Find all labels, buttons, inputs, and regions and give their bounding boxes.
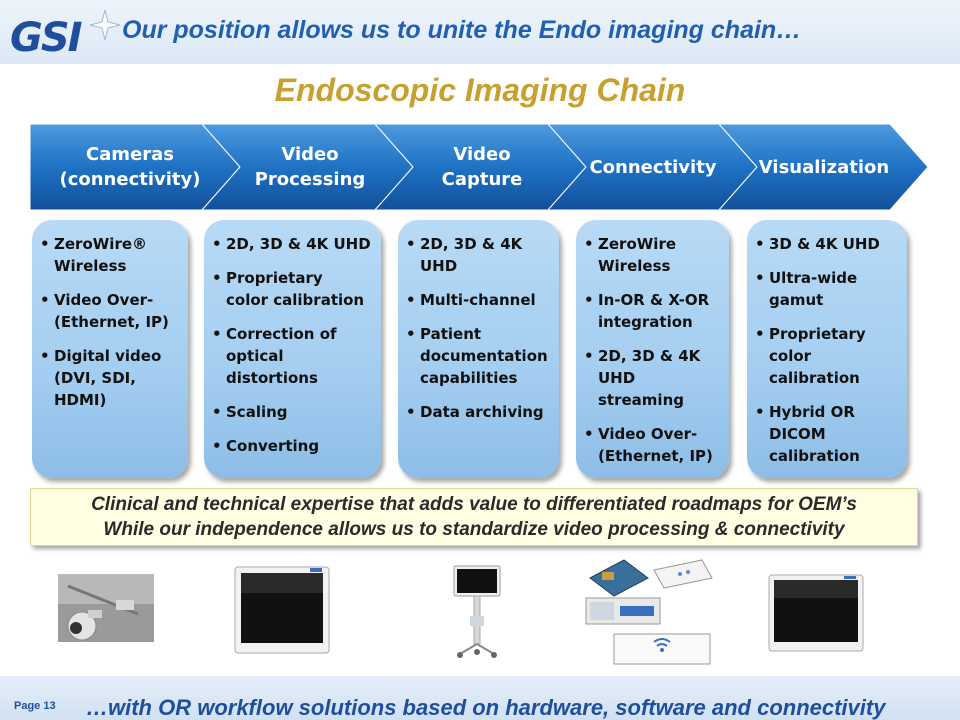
footer-text: …with OR workflow solutions based on har… bbox=[86, 695, 886, 720]
card-item: 2D, 3D & 4K UHD bbox=[212, 233, 375, 255]
statement-line-2: While our independence allows us to stan… bbox=[103, 519, 845, 540]
card-video-capture: 2D, 3D & 4K UHD Multi-channel Patient do… bbox=[398, 220, 559, 478]
chain-arrows bbox=[30, 124, 929, 210]
card-item: Hybrid OR DICOM calibration bbox=[755, 401, 901, 467]
chain-label-cameras: Cameras (connectivity) bbox=[59, 144, 201, 190]
card-item: Data archiving bbox=[406, 401, 553, 423]
card-item: Digital video (DVI, SDI, HDMI) bbox=[40, 345, 182, 411]
chain-label-connectivity: Connectivity bbox=[589, 156, 717, 178]
card-item: Video Over- (Ethernet, IP) bbox=[584, 423, 723, 467]
chain-step-2-shape bbox=[201, 124, 414, 210]
card-item: Correction of optical distortions bbox=[212, 323, 375, 389]
video-hardware-image bbox=[585, 559, 713, 665]
footer-band bbox=[0, 676, 960, 720]
chain-label-visualization: Visualization bbox=[758, 156, 890, 178]
statement-box: Clinical and technical expertise that ad… bbox=[30, 488, 918, 546]
card-item: ZeroWire® Wireless bbox=[40, 233, 182, 277]
card-item: Multi-channel bbox=[406, 289, 553, 311]
card-item: 3D & 4K UHD bbox=[755, 233, 901, 255]
chain-step-5-shape bbox=[718, 124, 929, 210]
card-video-processing: 2D, 3D & 4K UHD Proprietary color calibr… bbox=[204, 220, 381, 478]
chain-label-video-capture: Video Capture bbox=[441, 144, 523, 190]
card-item: Ultra-wide gamut bbox=[755, 267, 901, 311]
card-item: Scaling bbox=[212, 401, 375, 423]
star-icon bbox=[89, 9, 121, 41]
page-title: Endoscopic Imaging Chain bbox=[274, 72, 686, 108]
monitor-cart-image bbox=[453, 565, 501, 658]
card-cameras: ZeroWire® Wireless Video Over- (Ethernet… bbox=[32, 220, 188, 478]
card-item: In-OR & X-OR integration bbox=[584, 289, 723, 333]
card-item: 2D, 3D & 4K UHD bbox=[406, 233, 553, 277]
chain-step-3-shape bbox=[374, 124, 587, 210]
card-item: ZeroWire Wireless bbox=[584, 233, 723, 277]
card-connectivity: ZeroWire Wireless In-OR & X-OR integrati… bbox=[576, 220, 729, 478]
imaging-chain: Cameras (connectivity) Video Processing … bbox=[30, 124, 930, 210]
header-band bbox=[0, 0, 960, 64]
chain-label-video-processing: Video Processing bbox=[254, 144, 366, 190]
card-item: Video Over- (Ethernet, IP) bbox=[40, 289, 182, 333]
card-item: Converting bbox=[212, 435, 375, 457]
card-item: 2D, 3D & 4K UHD streaming bbox=[584, 345, 723, 411]
logo-text: GSI bbox=[10, 15, 83, 61]
page-number: Page 13 bbox=[14, 700, 56, 712]
chain-step-4-shape bbox=[547, 124, 758, 210]
card-item: Proprietary color calibration bbox=[755, 323, 901, 389]
surgical-monitor-image bbox=[234, 566, 330, 654]
card-visualization: 3D & 4K UHD Ultra-wide gamut Proprietary… bbox=[747, 220, 907, 478]
header-title: Our position allows us to unite the Endo… bbox=[122, 16, 802, 44]
company-logo: GSI bbox=[10, 9, 121, 62]
visualization-monitor-image bbox=[768, 574, 864, 652]
ceiling-camera-image bbox=[58, 574, 154, 642]
card-item: Proprietary color calibration bbox=[212, 267, 375, 311]
statement-line-1: Clinical and technical expertise that ad… bbox=[91, 494, 857, 515]
card-item: Patient documentation capabilities bbox=[406, 323, 553, 389]
